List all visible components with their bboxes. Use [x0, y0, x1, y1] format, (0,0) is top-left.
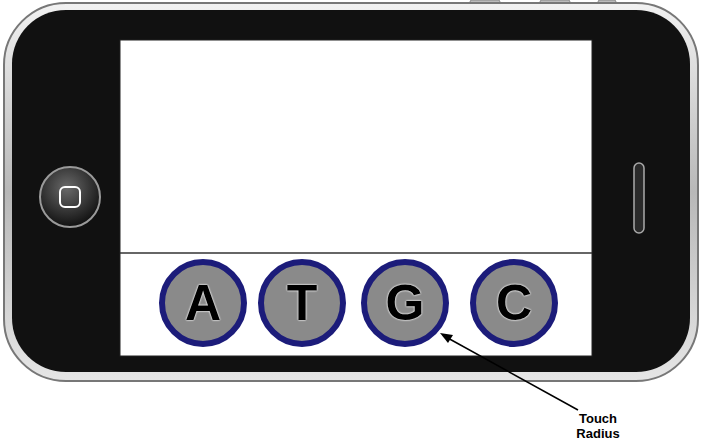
- button-letter: G: [386, 278, 425, 328]
- button-letter: C: [496, 278, 532, 328]
- button-letter: T: [287, 278, 318, 328]
- touch-button: G: [361, 259, 449, 347]
- speaker-slot: [634, 163, 644, 233]
- leader-line: [446, 337, 578, 410]
- touch-button: C: [470, 259, 558, 347]
- phone-bezel: [12, 10, 690, 372]
- divider-line: [120, 252, 592, 254]
- home-button: [40, 167, 100, 227]
- touch-button: T: [258, 259, 346, 347]
- button-letter: A: [185, 278, 221, 328]
- phone-body: [4, 3, 698, 381]
- callout-label: Touch Radius: [570, 411, 626, 442]
- arrow-head: [440, 333, 453, 343]
- touch-button: A: [159, 259, 247, 347]
- phone-screen: [120, 40, 592, 356]
- home-button-icon: [60, 187, 80, 207]
